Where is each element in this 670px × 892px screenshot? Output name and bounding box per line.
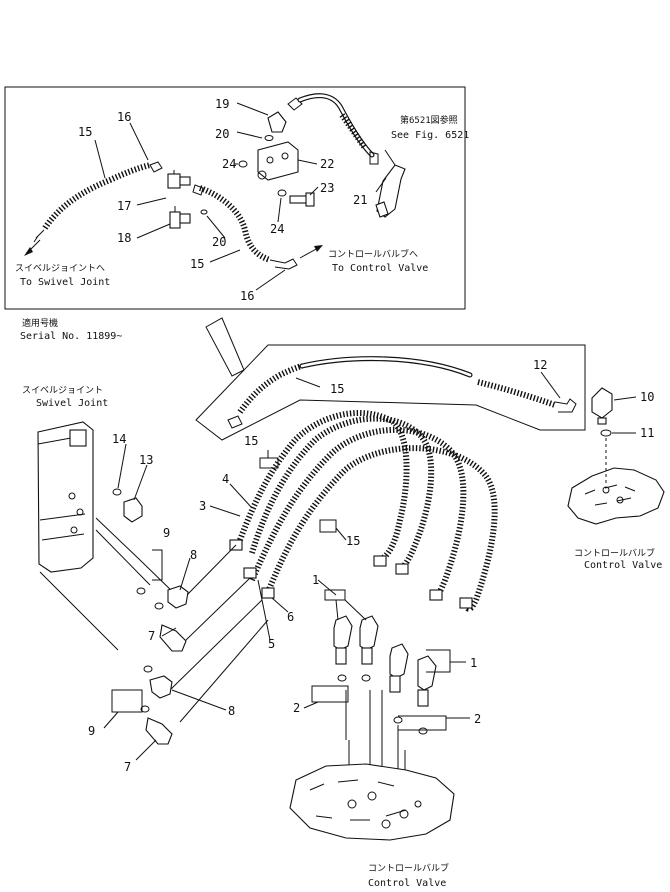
inset-panel: 19 16 15 20 24 22 17 23 21 18 20 24 15 1… [4, 86, 469, 310]
inset-oring-24a [238, 160, 248, 168]
callout-23: 23 [320, 181, 334, 195]
main-hose-outline [195, 344, 586, 441]
main-hose-top [227, 356, 577, 429]
control-valve-bottom [289, 763, 455, 841]
inset-elbow-19 [267, 111, 287, 133]
main-hose-lower [169, 544, 269, 723]
to-swivel-jp: スイベルジョイントへ [15, 264, 105, 274]
inset-hose-left [33, 161, 163, 243]
callout-16: 16 [117, 110, 131, 124]
main-fittings-swivel-side [136, 585, 189, 745]
callout-13: 13 [139, 453, 153, 467]
callout-20: 20 [215, 127, 229, 141]
to-control-jp: コントロールバルブへ [328, 248, 418, 260]
callout-5: 5 [268, 637, 275, 651]
callout-15-top: 15 [330, 382, 344, 396]
callout-8-upper: 8 [190, 548, 197, 562]
control-valve-right-jp: コントロールバルブ [574, 547, 655, 559]
callout-22: 22 [320, 157, 334, 171]
inset-fitting-18 [169, 206, 191, 229]
serial-en: Serial No. 11899~ [20, 331, 122, 342]
callout-1-right: 1 [470, 656, 477, 670]
inset-oring-20b [200, 209, 208, 215]
callout-24b: 24 [270, 222, 284, 236]
callout-15-mid: 15 [244, 434, 258, 448]
callout-3: 3 [199, 499, 206, 513]
inset-fitting-17 [167, 170, 191, 189]
callout-2-right: 2 [474, 712, 481, 726]
callout-15: 15 [78, 125, 92, 139]
see-fig-jp: 第6521図参照 [400, 114, 458, 126]
inset-oring-24b [277, 189, 287, 197]
callout-9-lower: 9 [88, 724, 95, 738]
callout-2-left: 2 [293, 701, 300, 715]
see-fig-en: See Fig. 6521 [391, 130, 469, 141]
inset-block-22 [257, 141, 299, 181]
inset-hose-top [287, 93, 379, 165]
callout-24: 24 [222, 157, 236, 171]
swivel-joint-bracket [39, 517, 177, 651]
control-valve-right-en: Control Valve [584, 560, 662, 571]
main-oring-11 [600, 429, 612, 437]
inset-frame [4, 86, 466, 310]
control-valve-right [567, 438, 665, 525]
callout-14: 14 [112, 432, 126, 446]
inset-oring-20a [264, 135, 274, 141]
main-callouts: 15 12 10 11 14 13 15 4 3 9 8 15 7 1 5 6 … [88, 358, 654, 774]
main-elbow-10 [591, 387, 613, 425]
callout-19: 19 [215, 97, 229, 111]
callout-20b: 20 [212, 235, 226, 249]
callout-9-upper: 9 [163, 526, 170, 540]
callout-7-upper: 7 [148, 629, 155, 643]
inset-arrow-control [299, 247, 319, 259]
to-swivel-en: To Swivel Joint [20, 277, 110, 288]
callout-10: 10 [640, 390, 654, 404]
callout-1-left: 1 [312, 573, 319, 587]
callout-4: 4 [222, 472, 229, 486]
main-leaders [103, 371, 637, 761]
control-valve-bottom-en: Control Valve [368, 878, 446, 889]
inset-bolt-23 [289, 192, 315, 207]
main-oring-14 [112, 488, 122, 496]
detail-pointer-arrow [205, 317, 245, 377]
inset-fitting-21 [375, 149, 406, 218]
callout-6: 6 [287, 610, 294, 624]
callout-21: 21 [353, 193, 367, 207]
callout-15-right: 15 [346, 534, 360, 548]
callout-15b: 15 [190, 257, 204, 271]
callout-11: 11 [640, 426, 654, 440]
callout-12: 12 [533, 358, 547, 372]
inset-leaders [94, 102, 387, 291]
callout-17: 17 [117, 199, 131, 213]
callout-16b: 16 [240, 289, 254, 303]
main-fitting-13 [123, 497, 143, 523]
inset-callouts: 19 16 15 20 24 22 17 23 21 18 20 24 15 1… [78, 97, 367, 303]
control-valve-bottom-jp: コントロールバルブ [368, 862, 449, 874]
swivel-joint-body [37, 421, 94, 573]
inset-hose-center [192, 184, 298, 270]
swivel-joint-jp: スイベルジョイント [22, 386, 103, 396]
callout-7-lower: 7 [124, 760, 131, 774]
swivel-joint-en: Swivel Joint [36, 398, 108, 409]
main-hose-bundle [229, 410, 498, 612]
callout-18: 18 [117, 231, 131, 245]
serial-jp: 適用号機 [22, 317, 58, 329]
to-control-en: To Control Valve [332, 263, 428, 274]
callout-8-lower: 8 [228, 704, 235, 718]
main-fittings-valve-side [333, 615, 437, 735]
